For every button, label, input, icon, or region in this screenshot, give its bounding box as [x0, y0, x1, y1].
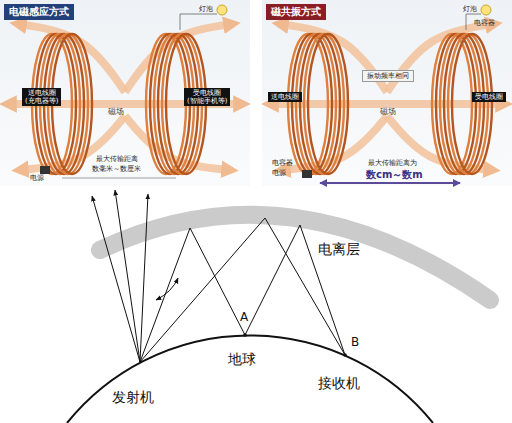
- coil-turn: [448, 34, 488, 174]
- coil-turn: [444, 34, 484, 174]
- radio-ray: [115, 190, 140, 362]
- power-label: 电源: [30, 175, 44, 183]
- angle-arrow: [156, 278, 178, 300]
- distance-arrow: [320, 182, 460, 184]
- node-text: 受电线圈: [187, 89, 227, 97]
- power-label: 电源: [272, 170, 286, 178]
- point-label: B: [351, 336, 359, 349]
- node-text: 送电线圈: [25, 89, 58, 97]
- wire: [180, 14, 217, 30]
- coil-label-box: 送电线圈(充电器等): [22, 88, 61, 106]
- node-text: 受电线圈: [475, 93, 503, 101]
- distance-value: 数毫米～数厘米: [92, 166, 141, 174]
- node-text: 磁共振方式: [271, 6, 321, 18]
- point-dot: [343, 353, 347, 357]
- panel-ground: [0, 0, 250, 186]
- radio-ray: [140, 218, 345, 362]
- power-box: [40, 166, 50, 174]
- capacitor-label: 电容器: [272, 160, 293, 168]
- distance-label: 最大传输距离为: [368, 160, 417, 168]
- lamp-label: 灯泡: [463, 6, 477, 14]
- node-text: (智能手机等): [187, 97, 227, 105]
- coil-label-box: 振动频率相同: [362, 70, 414, 82]
- node-text: 送电线圈: [271, 93, 299, 101]
- capacitor-label: 电容器: [474, 20, 495, 28]
- lamp-icon: [217, 5, 227, 15]
- ionosphere-band: [100, 215, 490, 300]
- receiver-label: 接收机: [318, 376, 360, 391]
- node-text: (充电器等): [25, 97, 58, 105]
- ionosphere-label: 电离层: [318, 242, 360, 257]
- coil-turn: [304, 34, 344, 174]
- coil-label-box: 送电线圈: [268, 92, 302, 102]
- coil-turn: [308, 34, 348, 174]
- coil-turn: [440, 34, 480, 174]
- point-label: A: [240, 311, 248, 324]
- lamp-label: 灯泡: [199, 6, 213, 14]
- lamp-icon: [481, 5, 491, 15]
- panel-ground: [262, 0, 512, 186]
- earth-label: 地球: [228, 352, 256, 367]
- earth-surface: [67, 335, 433, 423]
- coil-turn: [452, 34, 492, 174]
- coil-label-box: 受电线圈(智能手机等): [184, 88, 230, 106]
- transmitter-label: 发射机: [112, 390, 154, 405]
- radio-ray: [92, 196, 140, 362]
- power-box: [302, 170, 312, 178]
- field-label: 磁场: [380, 108, 396, 117]
- title-box: 电磁感应方式: [4, 4, 74, 20]
- distance-line: [62, 178, 176, 179]
- coil-turn: [300, 34, 340, 174]
- point-dot: [243, 333, 247, 337]
- title-box: 磁共振方式: [266, 4, 326, 20]
- coil-turn: [436, 34, 476, 174]
- node-text: 振动频率相同: [367, 72, 409, 80]
- distance-label: 最大传输距离: [96, 156, 138, 164]
- field-label: 磁场: [108, 108, 124, 117]
- coil-turn: [292, 34, 332, 174]
- coil-turn: [296, 34, 336, 174]
- radio-ray: [140, 225, 345, 362]
- radio-ray: [140, 194, 148, 362]
- node-text: 电磁感应方式: [9, 6, 69, 18]
- distance-value: 数cm～数m: [366, 169, 423, 180]
- coil-label-box: 受电线圈: [472, 92, 506, 102]
